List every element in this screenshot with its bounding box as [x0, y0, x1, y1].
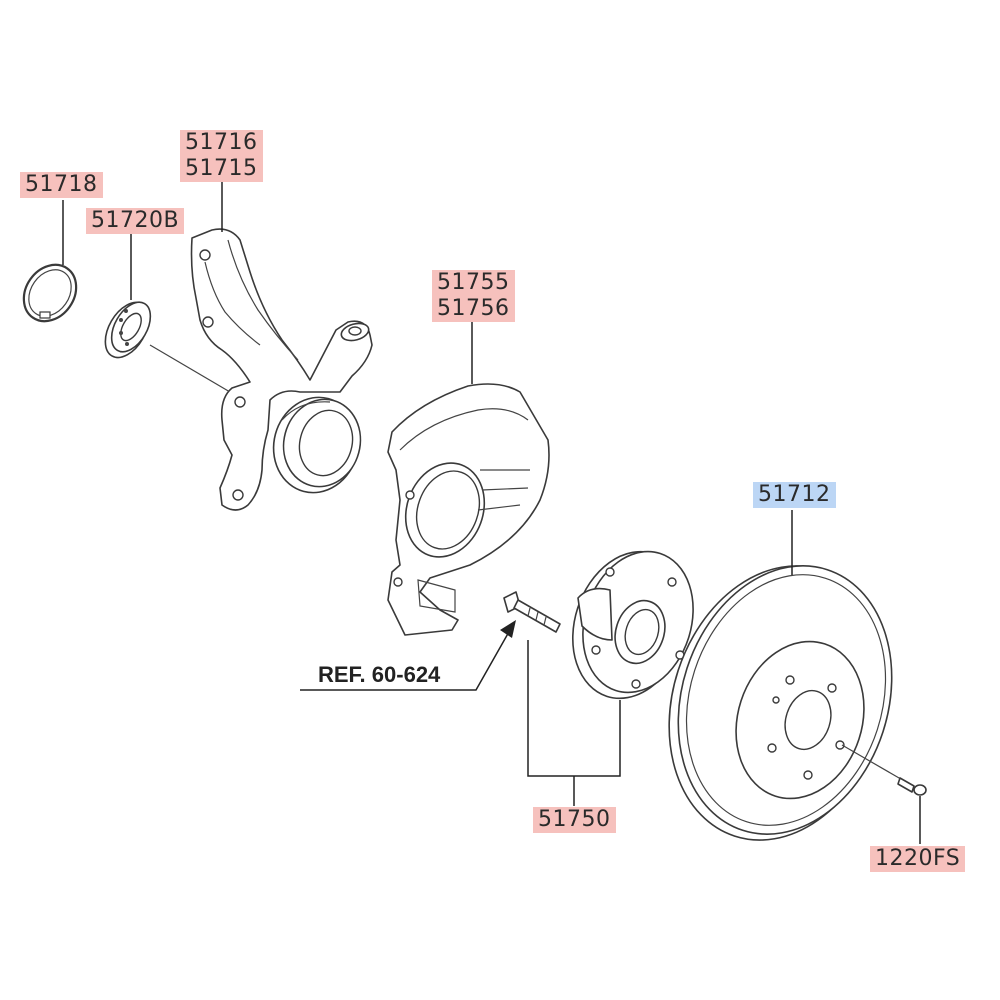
snap-ring-drawing[interactable] — [13, 255, 87, 332]
dust-cover-drawing[interactable] — [387, 383, 550, 636]
part-label-dust-cover-a[interactable]: 51755 — [432, 270, 515, 296]
knuckle-drawing[interactable] — [190, 228, 373, 511]
part-label-screw[interactable]: 1220FS — [870, 846, 966, 872]
disc-screw-drawing[interactable] — [841, 744, 927, 796]
part-label-bearing[interactable]: 51720B — [86, 208, 185, 234]
part-label-disc[interactable]: 51712 — [753, 482, 836, 508]
part-label-knuckle-a[interactable]: 51716 — [180, 130, 263, 156]
ref-arrow-icon — [500, 620, 516, 638]
bearing-axis-line — [149, 344, 231, 393]
part-label-dust-cover-b[interactable]: 51756 — [432, 296, 515, 322]
part-label-knuckle-b[interactable]: 51715 — [180, 156, 263, 182]
ref-leader-line — [300, 629, 511, 691]
hub-bracket-leader — [527, 640, 621, 806]
brake-disc-drawing[interactable] — [635, 537, 925, 868]
bearing-drawing[interactable] — [96, 295, 158, 365]
hub-bolt-drawing[interactable] — [503, 591, 561, 633]
reference-label: REF. 60-624 — [318, 662, 441, 687]
part-label-snap-ring[interactable]: 51718 — [20, 172, 103, 198]
part-label-hub[interactable]: 51750 — [533, 807, 616, 833]
hub-drawing[interactable] — [555, 537, 711, 714]
